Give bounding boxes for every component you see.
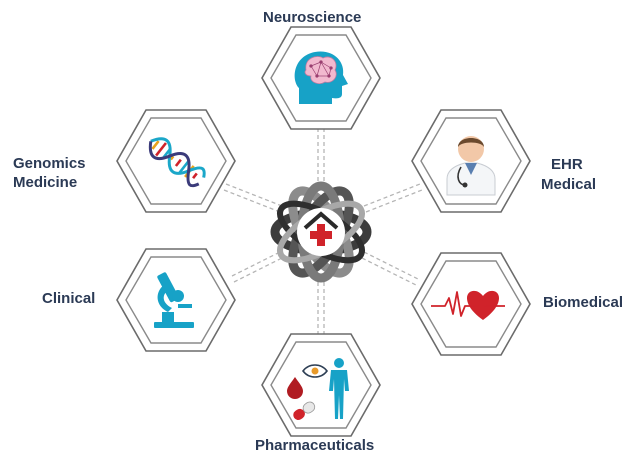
label-clinical: Clinical (42, 290, 96, 307)
doctor-icon (446, 136, 496, 196)
connector-genomics (223, 183, 283, 213)
hex-biomedical (411, 252, 531, 356)
microscope-icon (154, 272, 194, 328)
label-neuroscience: Neuroscience (263, 9, 362, 26)
label-genomics-line1: Genomics (13, 155, 86, 172)
label-pharmaceuticals: Pharmaceuticals (255, 437, 375, 454)
connector-ehr (363, 183, 423, 213)
label-biomedical: Biomedical (543, 294, 624, 311)
hex-neuroscience (261, 26, 381, 130)
connector-clinical (231, 251, 283, 283)
connector-pharmaceuticals (317, 282, 325, 340)
hex-pharmaceuticals (261, 333, 381, 437)
connector-biomedical (361, 251, 421, 287)
dna-icon (148, 137, 206, 188)
label-ehr-line1: EHR (551, 156, 583, 173)
brain-head-icon (294, 51, 348, 105)
label-ehr-line2: Medical (541, 176, 597, 193)
heartbeat-icon (431, 290, 505, 320)
center-knot (270, 181, 372, 283)
label-genomics-line2: Medicine (13, 174, 78, 191)
connector-neuroscience (317, 128, 325, 182)
pharma-icon (287, 358, 349, 421)
medical-house-icon (297, 208, 345, 256)
hex-ehr (411, 109, 531, 213)
hex-genomics (116, 109, 236, 213)
hex-clinical (116, 248, 236, 352)
connectors (223, 128, 423, 340)
